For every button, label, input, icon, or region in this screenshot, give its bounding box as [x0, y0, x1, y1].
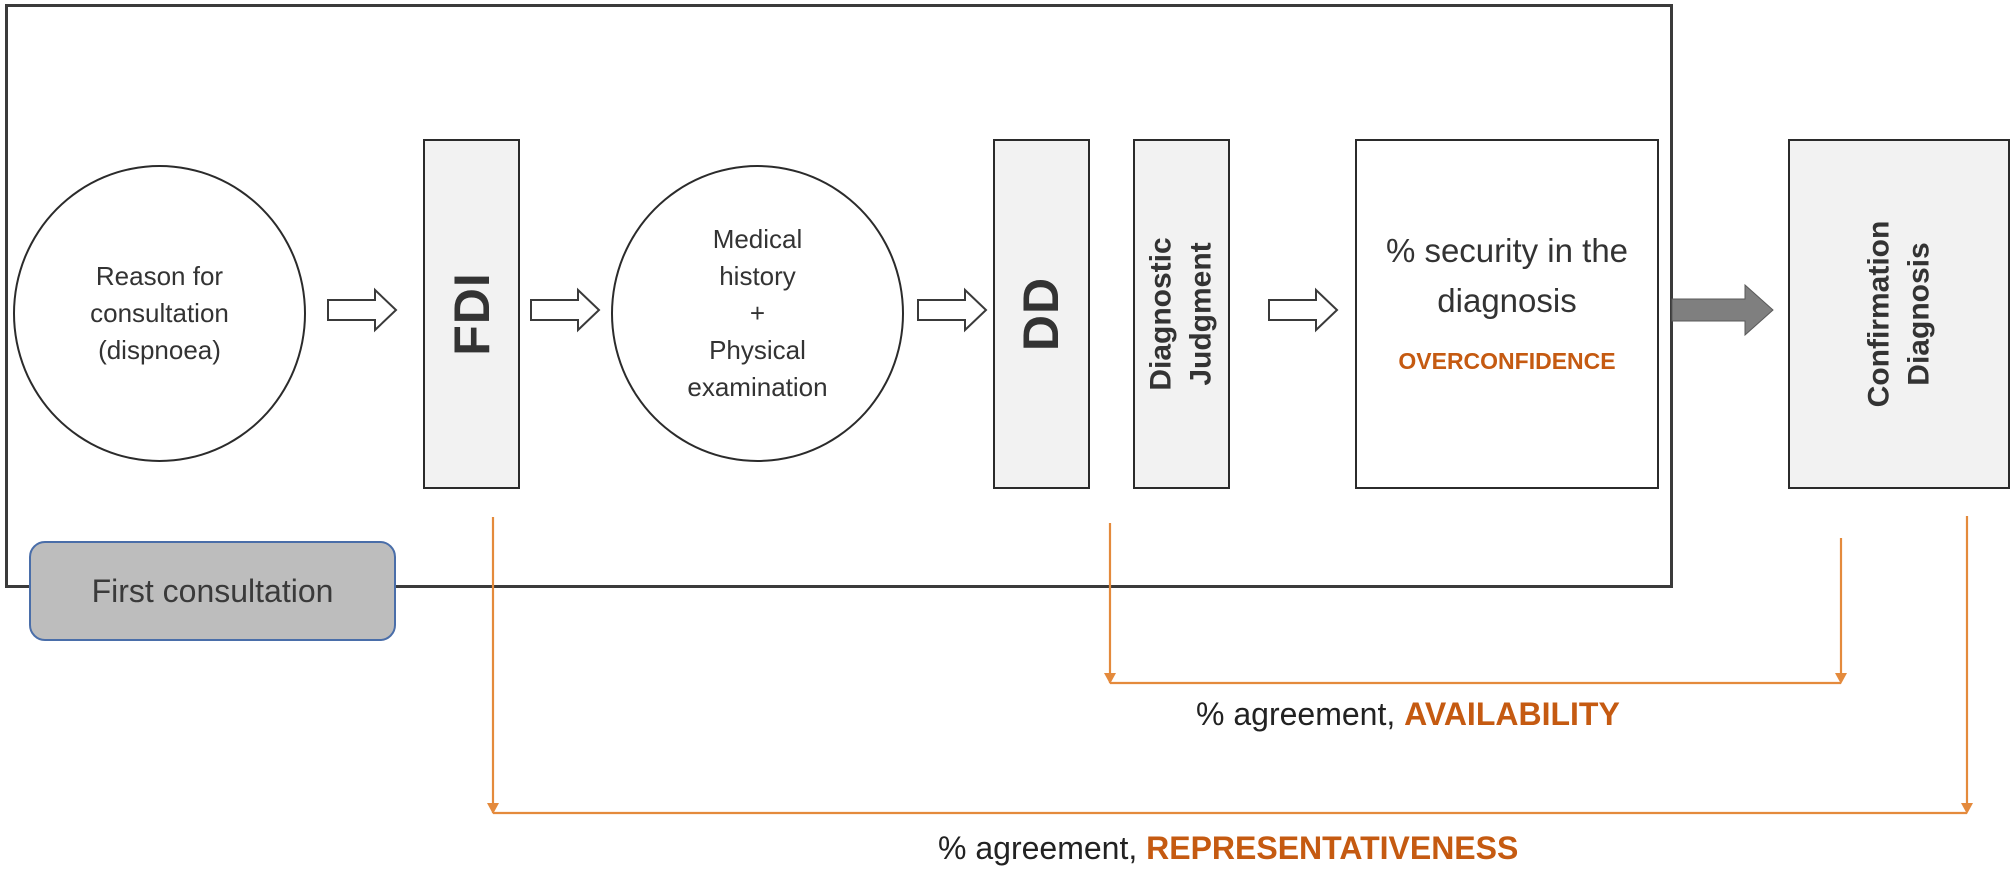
arrow-fdi-to-history	[530, 287, 601, 333]
history-exam-node: Medical history + Physical examination	[611, 165, 904, 462]
arrow-security-to-confirmation	[1671, 283, 1774, 337]
representativeness-bias: REPRESENTATIVENESS	[1146, 830, 1519, 866]
fdi-label: FDI	[443, 272, 500, 356]
arrow-history-to-dd	[917, 287, 988, 333]
dd-box: DD	[993, 139, 1090, 489]
confirmation-line-1: Confirmation	[1862, 220, 1895, 408]
reason-line-1: Reason for	[95, 261, 224, 291]
dd-label: DD	[1013, 276, 1070, 352]
reason-line-2: consultation	[90, 298, 229, 328]
overconfidence-label: OVERCONFIDENCE	[1398, 348, 1616, 374]
reason-line-3: (dispnoea)	[98, 335, 221, 365]
first-consultation-text: First consultation	[91, 572, 334, 609]
fdi-box: FDI	[423, 139, 520, 489]
availability-prefix: % agreement,	[1196, 696, 1405, 732]
first-consultation-frame	[5, 4, 1673, 588]
first-consultation-label: First consultation	[29, 541, 396, 641]
judgment-line-2: Judgment	[1184, 242, 1218, 386]
representativeness-agreement-label: % agreement, REPRESENTATIVENESS	[938, 830, 1518, 867]
representativeness-arrowhead-left	[487, 803, 499, 814]
history-line-2: history	[719, 261, 796, 291]
confirmation-line-2: Diagnosis	[1902, 242, 1935, 386]
confirmation-diagnosis-box: Confirmation Diagnosis	[1788, 139, 2010, 489]
security-line-2: diagnosis	[1437, 282, 1577, 319]
availability-arrowhead-left	[1104, 673, 1116, 684]
availability-bracket	[1108, 523, 1843, 685]
representativeness-bracket	[491, 516, 1969, 815]
diagnostic-judgment-box: Diagnostic Judgment	[1133, 139, 1230, 489]
representativeness-arrowhead-right	[1961, 803, 1973, 814]
security-line-1: % security in the	[1385, 232, 1629, 269]
reason-for-consultation-node: Reason for consultation (dispnoea)	[13, 165, 306, 462]
history-line-3: +	[749, 298, 766, 328]
history-line-5: examination	[687, 372, 828, 402]
history-line-1: Medical	[712, 224, 803, 254]
availability-bias: AVAILABILITY	[1404, 696, 1620, 732]
arrow-judgment-to-security	[1268, 287, 1339, 333]
arrow-reason-to-fdi	[327, 287, 398, 333]
history-line-4: Physical	[709, 335, 806, 365]
security-box: % security in the diagnosis OVERCONFIDEN…	[1355, 139, 1659, 489]
representativeness-prefix: % agreement,	[938, 830, 1147, 866]
availability-agreement-label: % agreement, AVAILABILITY	[1196, 696, 1620, 733]
availability-arrowhead-right	[1835, 673, 1847, 684]
judgment-line-1: Diagnostic	[1144, 237, 1178, 391]
